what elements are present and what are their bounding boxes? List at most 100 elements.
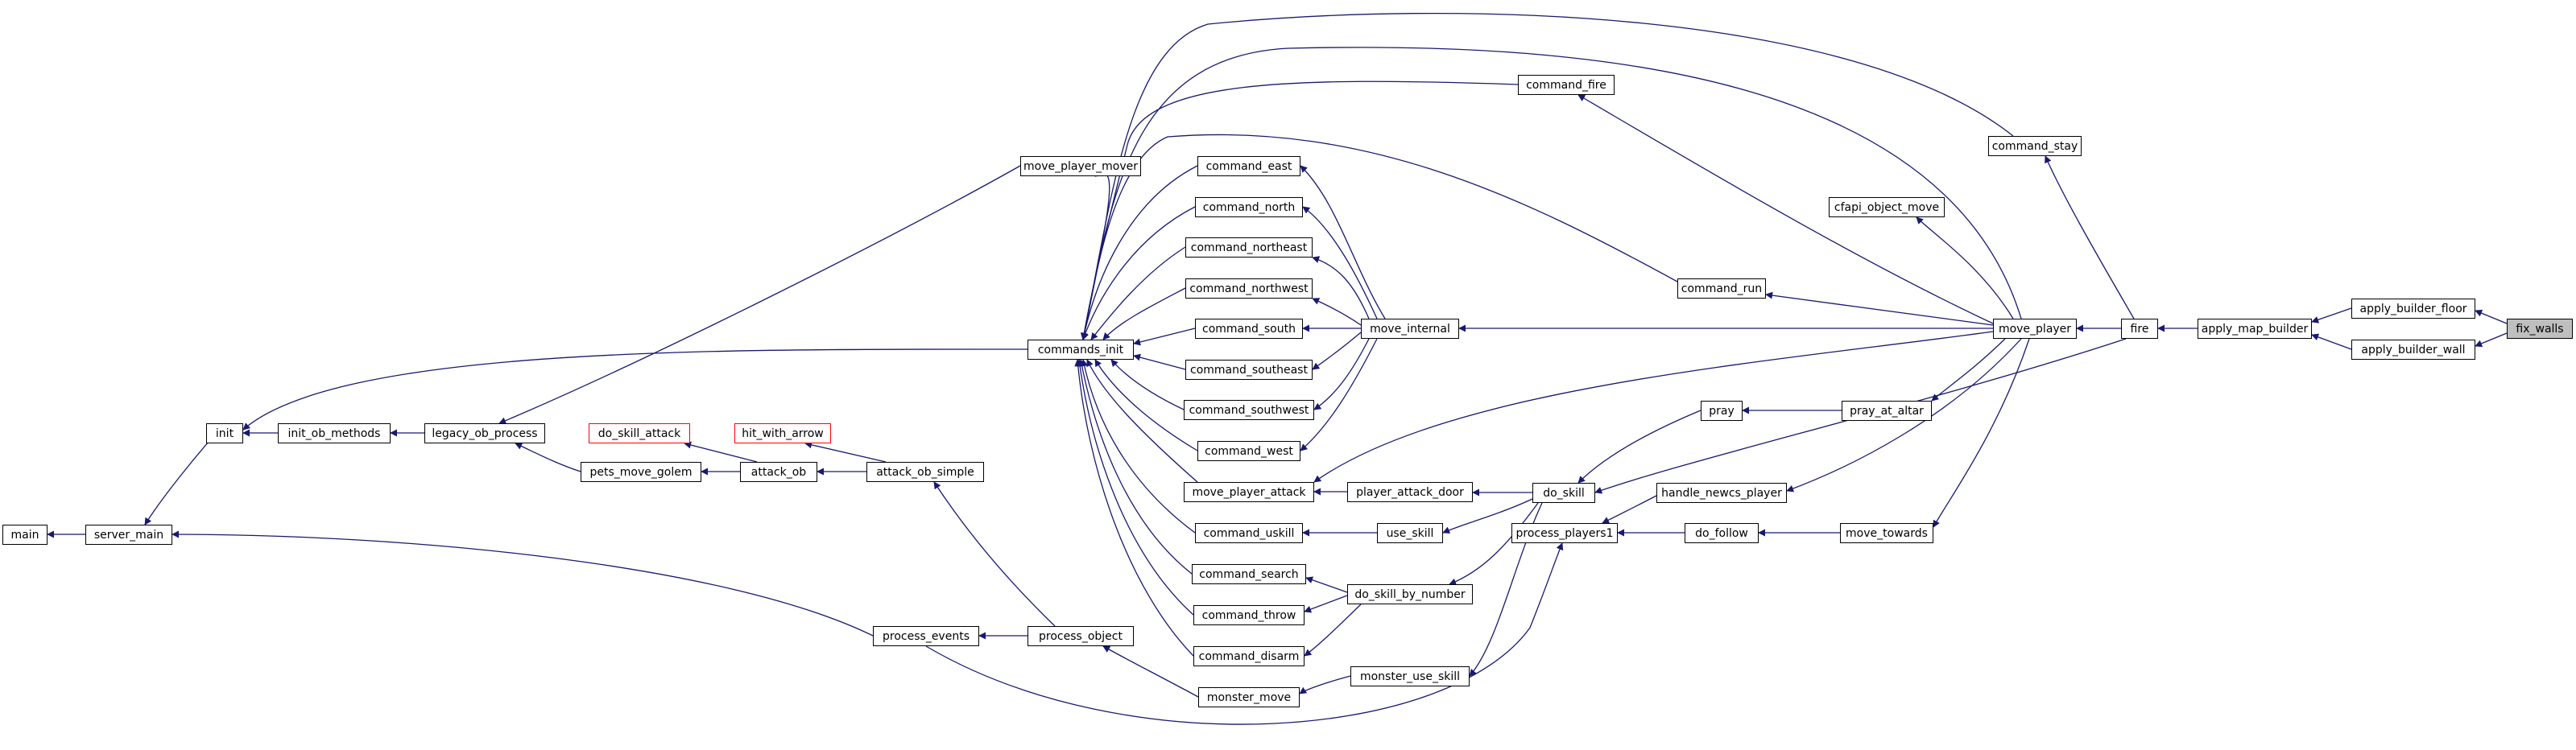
node-command-search[interactable]: command_search xyxy=(1192,564,1306,584)
node-command-throw[interactable]: command_throw xyxy=(1193,605,1305,625)
edge-pets-to-legacy xyxy=(515,443,581,472)
node-server-main[interactable]: server_main xyxy=(85,525,172,545)
node-command-run[interactable]: command_run xyxy=(1677,278,1766,299)
edge-move-internal-to-command-southwest xyxy=(1313,338,1370,410)
edge-move-internal-to-command-west xyxy=(1300,338,1378,451)
node-init-ob-methods[interactable]: init_ob_methods xyxy=(278,423,391,443)
node-do-skill[interactable]: do_skill xyxy=(1532,483,1595,503)
edge-apply-builder-wall-to-apply-map-builder xyxy=(2311,333,2352,350)
edge-move-player-to-move-towards xyxy=(1933,338,2030,528)
node-attack-ob-simple[interactable]: attack_ob_simple xyxy=(866,462,984,482)
edge-attack-ob-simple-to-hit-with-arrow xyxy=(804,441,887,463)
node-attack-ob[interactable]: attack_ob xyxy=(740,462,817,482)
node-move-player-mover[interactable]: move_player_mover xyxy=(1020,156,1141,176)
edge-do-skill-to-do-skill-by-number xyxy=(1449,502,1539,586)
edge-command-uskill-to-commands-init xyxy=(1081,359,1196,534)
edge-move-internal-to-command-north xyxy=(1302,206,1378,319)
edge-move-player-attack-to-commands-init xyxy=(1086,359,1198,483)
edge-do-skill-by-number-to-command-disarm xyxy=(1304,604,1362,657)
node-monster-use-skill[interactable]: monster_use_skill xyxy=(1350,666,1470,686)
node-move-player[interactable]: move_player xyxy=(1993,319,2077,339)
node-init[interactable]: init xyxy=(206,423,243,443)
node-handle-newcs-player[interactable]: handle_newcs_player xyxy=(1656,483,1787,503)
edge-move-player-to-move-player-attack xyxy=(1313,331,1994,483)
node-player-attack-door[interactable]: player_attack_door xyxy=(1347,482,1473,502)
node-pets-move-golem[interactable]: pets_move_golem xyxy=(581,462,701,482)
node-command-east[interactable]: command_east xyxy=(1197,156,1300,176)
edge-command-north-to-commands-init xyxy=(1081,206,1196,340)
node-main[interactable]: main xyxy=(2,525,48,545)
edge-move-internal-to-command-southeast xyxy=(1312,332,1362,370)
edge-handle-newcs-player-to-process-players1 xyxy=(1602,495,1657,524)
node-command-fire[interactable]: command_fire xyxy=(1518,75,1615,95)
node-apply-builder-floor[interactable]: apply_builder_floor xyxy=(2351,299,2475,319)
node-commands-init[interactable]: commands_init xyxy=(1028,340,1134,360)
edge-move-internal-to-command-northeast xyxy=(1312,256,1370,319)
node-cfapi-object-move[interactable]: cfapi_object_move xyxy=(1829,197,1945,217)
node-command-disarm[interactable]: command_disarm xyxy=(1193,646,1305,666)
edge-monster-use-skill-to-monster-move xyxy=(1299,675,1351,694)
node-command-north[interactable]: command_north xyxy=(1195,197,1303,217)
node-move-internal[interactable]: move_internal xyxy=(1361,319,1459,339)
edge-process-events-to-process-players1 xyxy=(925,542,1564,725)
node-command-southeast[interactable]: command_southeast xyxy=(1185,360,1313,380)
node-do-follow[interactable]: do_follow xyxy=(1685,523,1759,543)
node-command-northeast[interactable]: command_northeast xyxy=(1185,237,1313,258)
node-process-events[interactable]: process_events xyxy=(873,626,979,646)
node-command-stay[interactable]: command_stay xyxy=(1988,136,2082,156)
edge-pray-to-do-skill xyxy=(1577,410,1701,484)
edge-fire-to-do-skill xyxy=(1594,338,2127,494)
edge-command-northeast-to-commands-init xyxy=(1090,246,1186,340)
node-move-towards[interactable]: move_towards xyxy=(1840,523,1933,543)
edge-command-east-to-commands-init xyxy=(1081,165,1198,340)
node-legacy-ob-process[interactable]: legacy_ob_process xyxy=(424,423,545,443)
node-command-south[interactable]: command_south xyxy=(1195,319,1303,339)
node-pray[interactable]: pray xyxy=(1701,401,1743,421)
node-command-northwest[interactable]: command_northwest xyxy=(1185,278,1313,299)
node-fire[interactable]: fire xyxy=(2121,319,2158,339)
edge-fix-walls-to-apply-builder-wall xyxy=(2475,332,2508,348)
edge-commands-init-to-move-player-mover xyxy=(1082,169,1110,340)
edge-fire-to-command-stay xyxy=(2045,155,2135,319)
node-apply-builder-wall[interactable]: apply_builder_wall xyxy=(2351,340,2475,360)
edge-move-player-to-commands-init-a xyxy=(1081,47,2022,340)
edge-do-skill-by-number-to-command-search xyxy=(1305,576,1348,593)
edge-move-player-to-command-fire xyxy=(1577,94,1994,324)
node-use-skill[interactable]: use_skill xyxy=(1377,523,1443,543)
node-process-object[interactable]: process_object xyxy=(1028,626,1134,646)
edge-command-south-to-commands-init xyxy=(1133,328,1196,346)
edge-move-internal-to-command-east xyxy=(1300,165,1386,319)
edge-move-player-mover-to-legacy xyxy=(498,165,1021,424)
node-command-uskill[interactable]: command_uskill xyxy=(1195,523,1303,543)
edge-apply-builder-floor-to-apply-map-builder xyxy=(2311,307,2352,323)
edge-command-southeast-to-commands-init xyxy=(1133,353,1186,370)
edge-attack-ob-to-do-skill-attack xyxy=(684,441,758,463)
node-command-west[interactable]: command_west xyxy=(1197,441,1300,461)
edge-fix-walls-to-apply-builder-floor xyxy=(2475,309,2508,324)
node-process-players1[interactable]: process_players1 xyxy=(1511,523,1618,543)
edge-monster-move-to-process-object xyxy=(1102,645,1199,698)
node-fix-walls: fix_walls xyxy=(2507,319,2573,339)
edge-move-internal-to-command-northwest xyxy=(1312,298,1362,326)
node-command-southwest[interactable]: command_southwest xyxy=(1184,400,1314,420)
edge-command-northwest-to-commands-init xyxy=(1102,287,1186,340)
edge-do-skill-by-number-to-command-throw xyxy=(1304,595,1348,613)
edge-do-skill-to-use-skill xyxy=(1442,498,1533,534)
node-pray-at-altar[interactable]: pray_at_altar xyxy=(1842,401,1932,421)
edge-command-run-to-commands-init xyxy=(1081,134,1678,340)
node-do-skill-by-number[interactable]: do_skill_by_number xyxy=(1347,584,1473,604)
edge-command-southwest-to-commands-init xyxy=(1110,359,1185,410)
edge-command-search-to-commands-init xyxy=(1078,359,1193,575)
edge-command-disarm-to-commands-init xyxy=(1074,359,1194,657)
node-do-skill-attack[interactable]: do_skill_attack xyxy=(589,423,690,443)
edge-move-player-to-handle-newcs-player xyxy=(1786,338,2022,492)
node-apply-map-builder[interactable]: apply_map_builder xyxy=(2198,319,2312,339)
edge-process-events-to-server-main xyxy=(172,530,874,637)
edge-move-player-to-cfapi-object-move xyxy=(1916,216,2014,319)
node-monster-move[interactable]: monster_move xyxy=(1198,687,1300,707)
node-move-player-attack[interactable]: move_player_attack xyxy=(1184,482,1314,502)
node-hit-with-arrow[interactable]: hit_with_arrow xyxy=(734,423,831,443)
edge-commands-init-to-init xyxy=(242,348,1028,431)
